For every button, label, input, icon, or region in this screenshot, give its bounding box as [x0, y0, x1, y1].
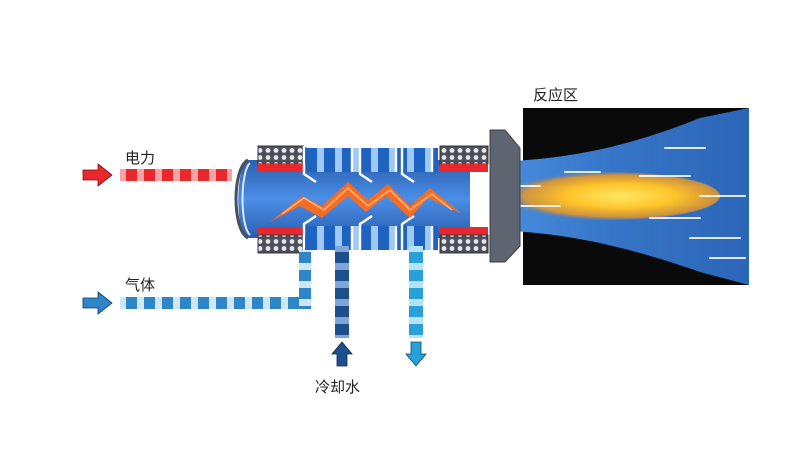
cooling-water-inlet-pipe — [335, 246, 349, 338]
cooling-baffles-bottom — [302, 215, 434, 254]
cooling-out-arrow-icon — [405, 341, 427, 367]
insulator-block-bottom-right — [439, 234, 489, 254]
electrode-bottom-right — [440, 227, 488, 235]
plasma-arc — [270, 182, 462, 222]
rear-cap-highlight — [241, 162, 251, 236]
electrode-bottom-left — [258, 227, 306, 235]
power-feed-line — [120, 169, 232, 181]
gas-label: 气体 — [125, 276, 155, 294]
rear-cap — [234, 158, 249, 240]
cooling-in-arrow-icon — [331, 341, 353, 367]
power-arrow-icon — [82, 163, 113, 187]
electrode-top-right — [440, 164, 488, 172]
gas-feed-riser — [299, 250, 311, 309]
flame-core — [500, 172, 720, 220]
electrode-top-left — [258, 164, 306, 172]
insulator-block-bottom-left — [257, 234, 307, 254]
gas-arrow-icon — [82, 291, 113, 315]
nozzle-flange — [489, 129, 521, 263]
insulator-block-top-right — [439, 145, 489, 165]
reaction-zone-label: 反应区 — [533, 86, 578, 104]
plasma-arc-glow — [281, 186, 453, 215]
cooling-water-outlet-pipe — [409, 246, 423, 338]
insulator-block-top-left — [257, 145, 307, 165]
power-label: 电力 — [125, 149, 155, 167]
gas-feed-line — [120, 297, 310, 309]
cooling-jacket-top — [306, 148, 438, 172]
cooling-water-label: 冷却水 — [315, 378, 360, 396]
cooling-baffles-top — [302, 144, 434, 183]
